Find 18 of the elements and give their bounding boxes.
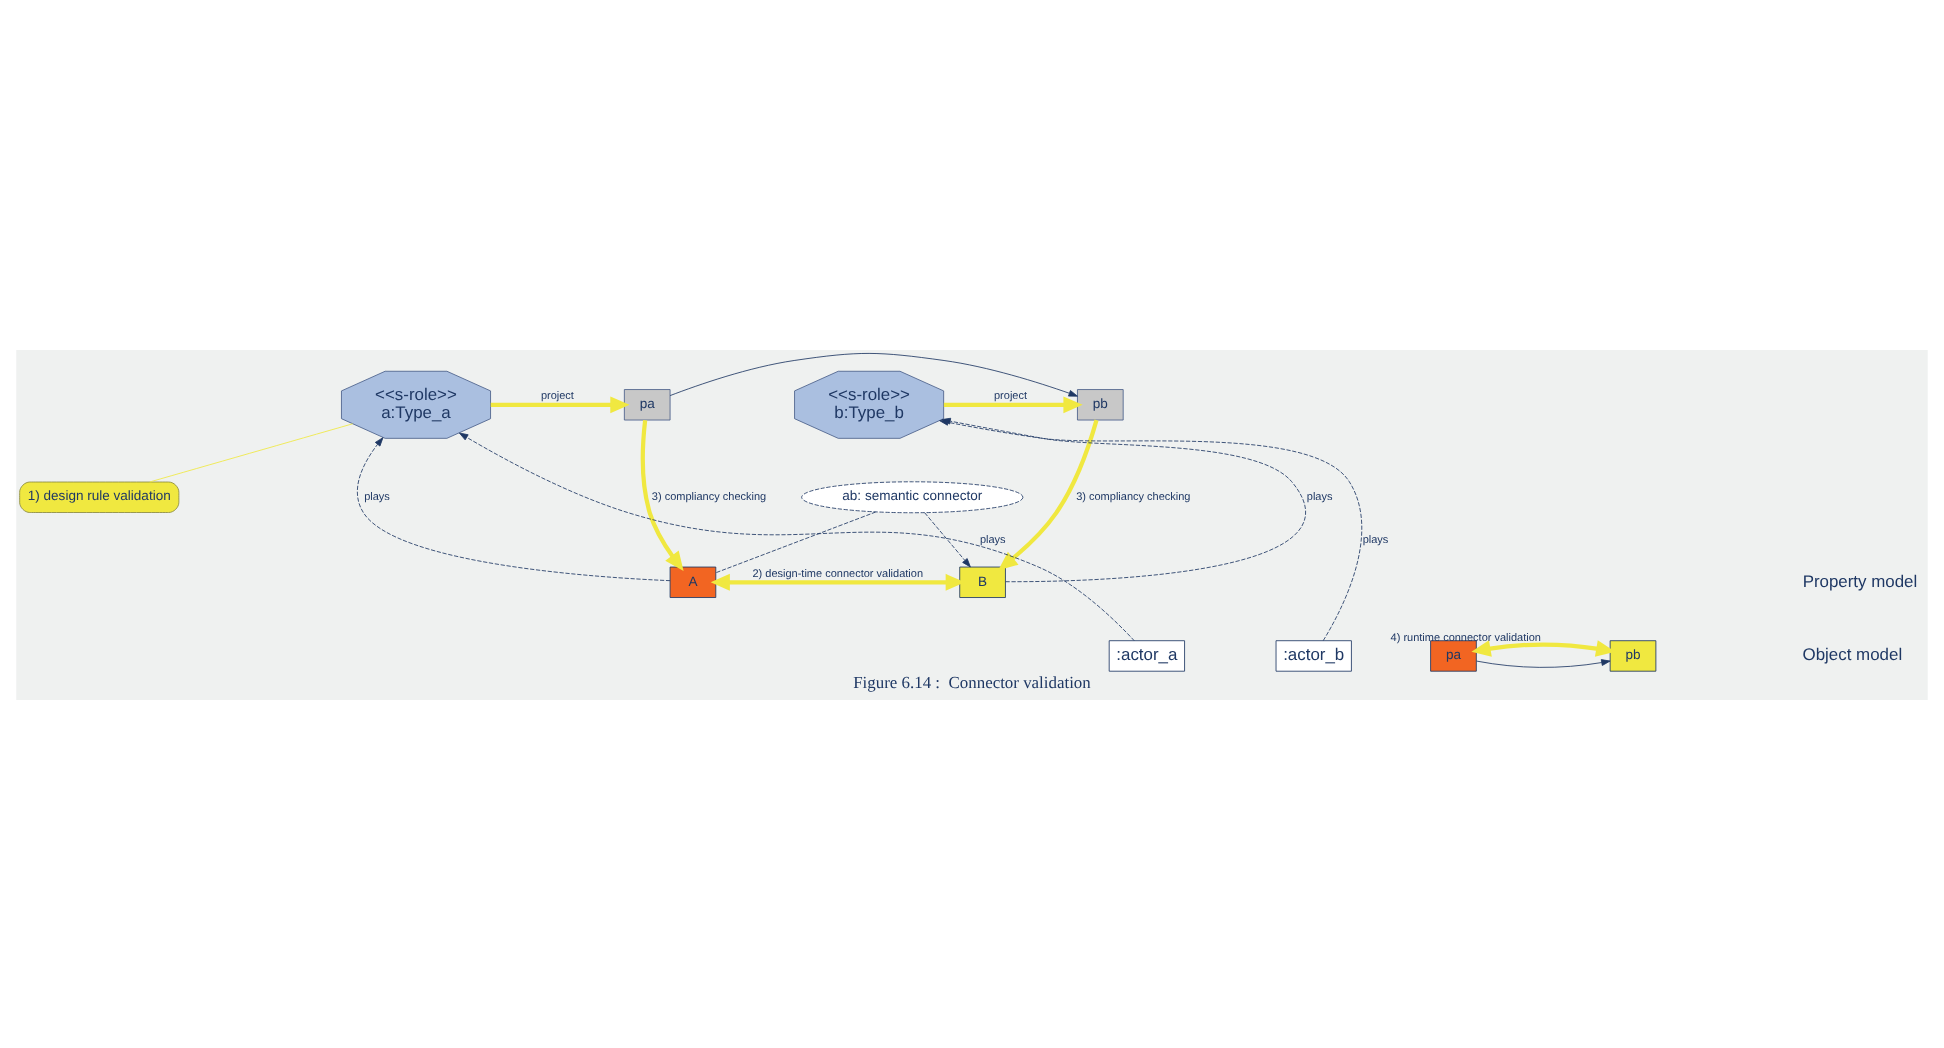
node-box: :actor_a: [1108, 639, 1185, 671]
arrow: [490, 395, 630, 413]
arrow: [1476, 658, 1611, 667]
arrow: [924, 511, 971, 567]
label: Property model: [1802, 569, 1918, 590]
caption: Figure 6.14 : Connector validation: [853, 671, 1091, 692]
arrow: [998, 418, 1099, 570]
arrow: [943, 395, 1083, 413]
connector: [715, 510, 876, 573]
arrow: [356, 436, 671, 581]
node-box: :actor_b: [1275, 639, 1352, 671]
connector: [149, 422, 354, 482]
arrow: [458, 431, 1135, 641]
arrow: [710, 572, 965, 590]
label: Object model: [1802, 643, 1903, 664]
arrow: [1471, 639, 1616, 656]
arrow: [640, 419, 684, 571]
arrow: [669, 352, 1078, 396]
